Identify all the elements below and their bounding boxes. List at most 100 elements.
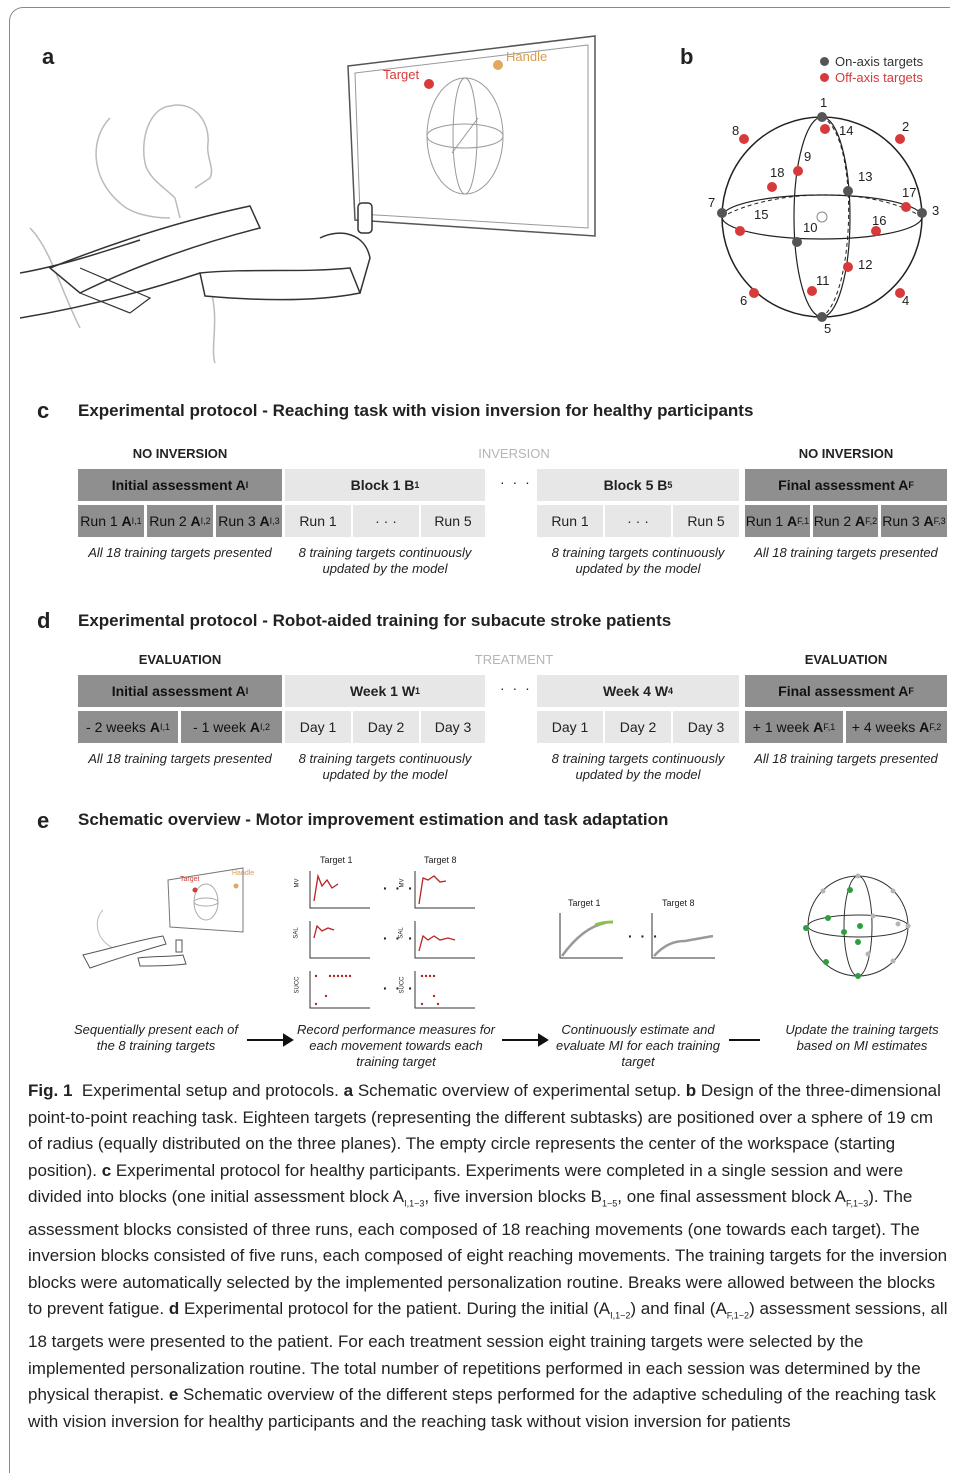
sphere-target-label-10: 10 (803, 220, 817, 235)
step-arrows (247, 1033, 760, 1047)
sphere-target-5 (817, 312, 827, 322)
step-4-text: Update the training targets based on MI … (785, 1022, 939, 1053)
week4-day-1: Day 1 (537, 711, 603, 743)
measure-succ-1: SUCC (294, 976, 301, 994)
block1-run-5: Run 5 (421, 505, 485, 537)
sphere-target-label-9: 9 (804, 149, 811, 164)
sphere-target-3 (917, 208, 927, 218)
measure-mv-1: MV (294, 878, 301, 888)
sphere-target-17 (901, 202, 911, 212)
step-1-text: Sequentially present each of the 8 train… (73, 1022, 239, 1053)
sphere-target-label-6: 6 (740, 293, 747, 308)
week4-day-2: Day 2 (605, 711, 671, 743)
sphere-target-label-15: 15 (754, 207, 768, 222)
note-d-4: All 18 training targets presented (754, 751, 938, 766)
sphere-target-label-17: 17 (902, 185, 916, 200)
mini-setup-illustration (82, 867, 244, 969)
note-c-3: 8 training targets continuously updated … (551, 545, 725, 576)
sphere-target-label-2: 2 (902, 119, 909, 134)
performance-measure-plots (309, 871, 475, 1009)
note-c-4: All 18 training targets presented (754, 545, 938, 560)
section-c-title: Experimental protocol - Reaching task wi… (78, 401, 754, 420)
legend-on-axis: On-axis targets (820, 54, 923, 69)
mi-ellipsis: · · · (628, 928, 660, 944)
mini-target-label: Target (180, 876, 200, 883)
sphere-target-4 (895, 288, 905, 298)
plot-title-target-8: Target 8 (424, 855, 457, 865)
phase-d-1: EVALUATION (138, 652, 222, 667)
step-3-text: Continuously estimate and evaluate MI fo… (555, 1022, 721, 1069)
note-d-3: 8 training targets continuously updated … (551, 751, 725, 782)
sphere-target-10 (792, 237, 802, 247)
phase-c-1: NO INVERSION (132, 446, 228, 461)
sphere-target-12 (843, 262, 853, 272)
sphere-target-1 (817, 112, 827, 122)
mini-handle-label: Handle (232, 870, 255, 877)
phase-d-2: TREATMENT (474, 652, 554, 667)
phase-c-3: NO INVERSION (798, 446, 894, 461)
sphere-target-15 (735, 226, 745, 236)
week1-day-2: Day 2 (353, 711, 419, 743)
block5-run-1: Run 1 (537, 505, 603, 537)
phase-d-3: EVALUATION (804, 652, 888, 667)
off-axis-marker-icon (820, 73, 829, 82)
sphere-target-label-11: 11 (816, 273, 830, 288)
figure-caption: Fig. 1 Experimental setup and protocols.… (28, 1081, 948, 1431)
sphere-target-label-5: 5 (824, 321, 831, 336)
target-label: Target (383, 67, 420, 82)
section-e-title: Schematic overview - Motor improvement e… (78, 810, 669, 829)
mi-title-target-8: Target 8 (662, 898, 695, 908)
sphere-target-label-18: 18 (770, 165, 784, 180)
block1-run-1: Run 1 (285, 505, 351, 537)
sphere-target-label-12: 12 (858, 257, 872, 272)
sphere-target-2 (895, 134, 905, 144)
plot-ellipsis-1: · · · (383, 880, 415, 896)
on-axis-marker-icon (820, 57, 829, 66)
section-d-title: Experimental protocol - Robot-aided trai… (78, 611, 672, 630)
phase-c-2: INVERSION (478, 446, 550, 461)
section-d-letter: d (37, 608, 51, 633)
ellipsis-d: · · · (500, 680, 532, 696)
note-d-2: 8 training targets continuously updated … (298, 751, 472, 782)
sphere-target-6 (749, 288, 759, 298)
fig-label: Fig. 1 (28, 1081, 73, 1100)
sphere-target-8 (739, 134, 749, 144)
panel-a-label: a (42, 44, 55, 69)
sphere-target-label-3: 3 (932, 203, 939, 218)
mi-title-target-1: Target 1 (568, 898, 601, 908)
sphere-target-label-7: 7 (708, 195, 715, 210)
sphere-target-9 (793, 166, 803, 176)
week1-day-1: Day 1 (285, 711, 351, 743)
sphere-target-18 (767, 182, 777, 192)
sphere-target-label-16: 16 (872, 213, 886, 228)
block5-run-dots: · · · (605, 505, 671, 537)
section-e-letter: e (37, 808, 50, 833)
note-d-1: All 18 training targets presented (88, 751, 272, 766)
updated-targets-sphere (803, 873, 911, 979)
plot-ellipsis-3: · · · (383, 980, 415, 996)
sphere-target-label-14: 14 (839, 123, 853, 138)
sphere-target-14 (820, 124, 830, 134)
plot-title-target-1: Target 1 (320, 855, 353, 865)
setup-illustration (20, 35, 596, 364)
sphere-target-7 (717, 208, 727, 218)
section-c-letter: c (37, 398, 50, 423)
sphere-target-label-13: 13 (858, 169, 872, 184)
sphere-target-label-4: 4 (902, 293, 909, 308)
